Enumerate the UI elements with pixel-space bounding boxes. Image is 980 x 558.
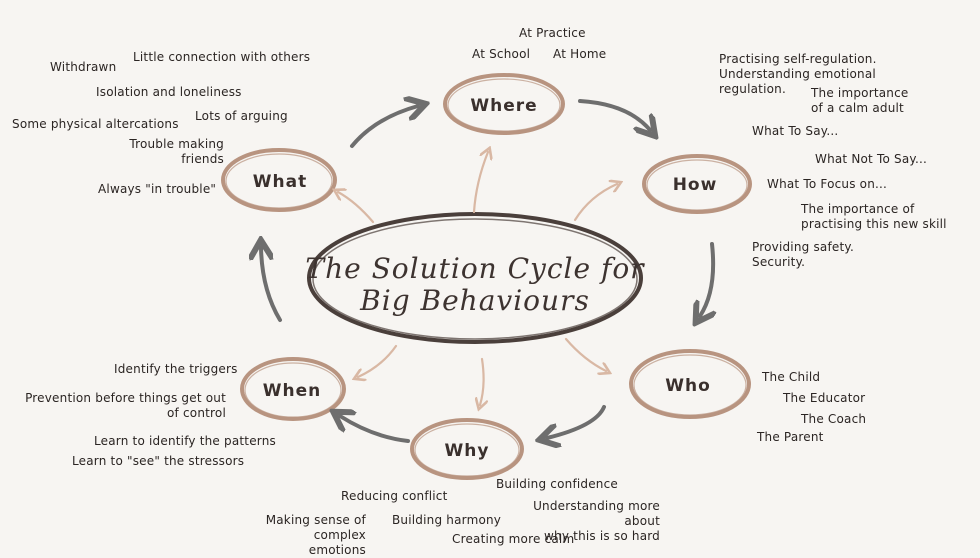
node-where: Where: [443, 73, 565, 135]
who-note: The Parent: [757, 430, 824, 444]
spoke-to-where: [472, 152, 488, 214]
arrow-who-to-why: [547, 405, 606, 438]
arrow-why-to-when: [340, 416, 410, 443]
how-note: What To Focus on...: [767, 177, 888, 191]
what-note: Little connection with others: [133, 50, 311, 64]
node-what: What: [221, 148, 337, 212]
spoke-to-when: [358, 344, 398, 377]
title-line1: The Solution Cycle for: [305, 252, 645, 285]
spoke-to-what: [338, 192, 375, 224]
spoke-to-how: [573, 184, 617, 222]
why-note: Making sense of complex emotions: [265, 513, 366, 557]
node-label-where: Where: [470, 96, 537, 116]
spoke-to-why: [480, 357, 484, 405]
who-note: The Coach: [801, 412, 867, 426]
spoke-to-who: [564, 337, 606, 371]
when-note: Prevention before things get out of cont…: [25, 391, 226, 420]
where-note: At School: [472, 47, 531, 61]
how-note: What To Say...: [752, 124, 839, 138]
node-how: How: [642, 154, 752, 214]
why-note: Creating more calm: [452, 532, 575, 546]
node-label-why: Why: [445, 441, 490, 461]
what-note: Lots of arguing: [195, 109, 288, 123]
what-note: Withdrawn: [50, 60, 117, 74]
why-note: Understanding more about why this is so …: [533, 499, 660, 543]
title-line2: Big Behaviours: [359, 284, 590, 317]
who-note: The Child: [762, 370, 821, 384]
who-note: The Educator: [783, 391, 866, 405]
node-who: Who: [629, 349, 751, 419]
arrow-when-to-what: [261, 248, 282, 322]
center-ellipse: [307, 212, 643, 344]
how-note: The importance of a calm adult: [811, 86, 909, 115]
how-note: Providing safety. Security.: [752, 240, 854, 269]
where-note: At Home: [553, 47, 607, 61]
what-note: Isolation and loneliness: [96, 85, 242, 99]
node-label-who: Who: [665, 376, 711, 396]
why-note: Building harmony: [392, 513, 502, 527]
node-when: When: [240, 357, 346, 421]
what-note: Always "in trouble": [98, 182, 217, 196]
when-note: Learn to "see" the stressors: [72, 454, 245, 468]
where-note: At Practice: [519, 26, 586, 40]
how-note: Practising self-regulation. Understandin…: [719, 52, 877, 96]
node-label-how: How: [673, 175, 718, 195]
how-note: The importance of practising this new sk…: [801, 202, 947, 231]
when-note: Learn to identify the patterns: [94, 434, 276, 448]
arrow-where-to-how: [578, 99, 650, 130]
what-note: Trouble making friends: [129, 137, 224, 166]
node-label-when: When: [263, 381, 322, 401]
what-note: Some physical altercations: [12, 117, 179, 131]
node-why: Why: [410, 418, 524, 480]
arrow-how-to-who: [700, 242, 713, 316]
when-note: Identify the triggers: [114, 362, 238, 376]
arrow-what-to-where: [350, 106, 418, 148]
why-note: Reducing conflict: [341, 489, 448, 503]
why-note: Building confidence: [496, 477, 618, 491]
node-label-what: What: [253, 172, 307, 192]
how-note: What Not To Say...: [815, 152, 928, 166]
